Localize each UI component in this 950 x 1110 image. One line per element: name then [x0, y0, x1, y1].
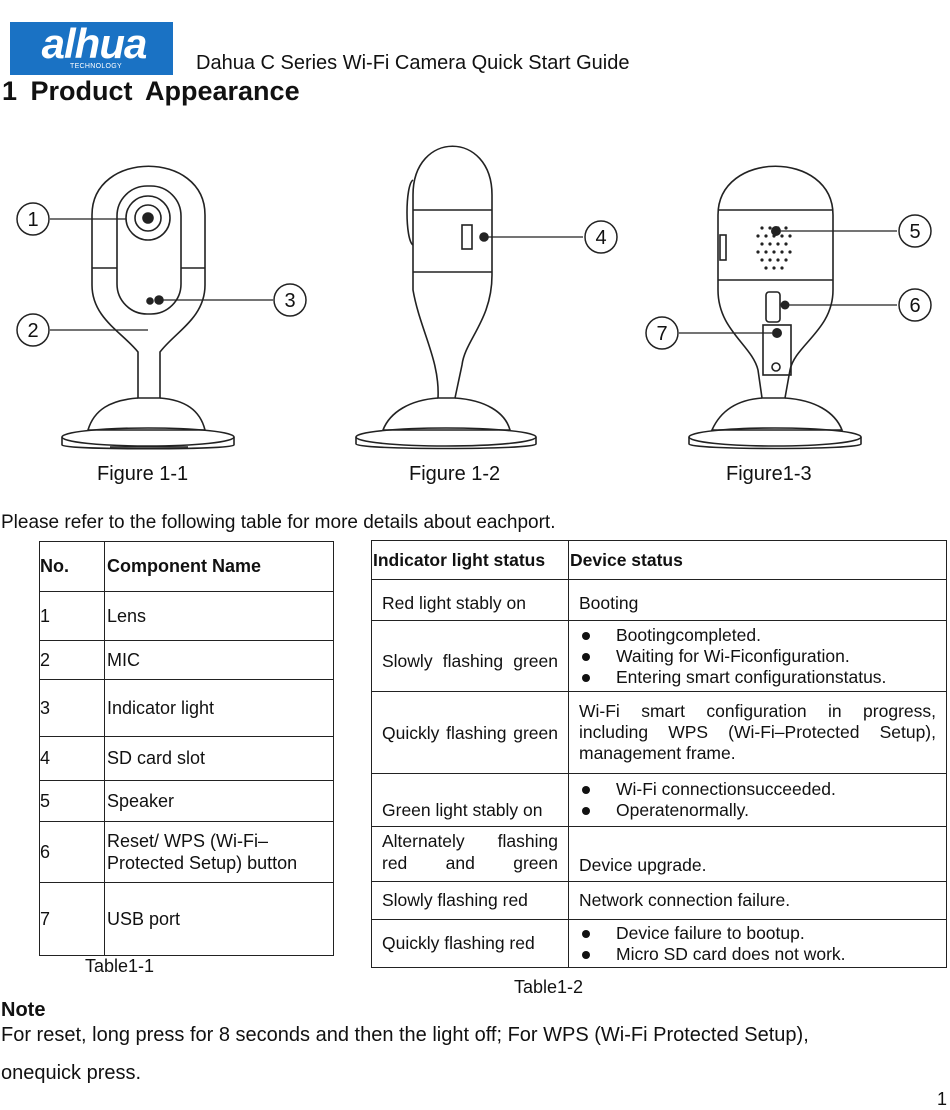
table-header-row: Indicator light status Device status — [371, 540, 947, 580]
cell-no: 5 — [39, 780, 105, 822]
cell-device: Wi-Fi connectionsucceeded. Operatenormal… — [568, 773, 947, 827]
list-item: Micro SD card does not work. — [579, 944, 936, 965]
header-indicator-status: Indicator light status — [371, 540, 569, 580]
header-component-name: Component Name — [104, 541, 334, 592]
callout-2: 2 — [27, 320, 38, 342]
callout-1: 1 — [27, 209, 38, 231]
dahua-logo: alhua TECHNOLOGY — [10, 20, 173, 75]
cell-indicator: Red light stably on — [371, 579, 569, 621]
callout-3: 3 — [284, 290, 295, 312]
cell-component: SD card slot — [104, 736, 334, 781]
cell-device: Network connection failure. — [568, 881, 947, 920]
cell-no: 3 — [39, 679, 105, 737]
cell-no: 2 — [39, 640, 105, 680]
table-row: 6 Reset/ WPS (Wi-Fi– Protected Setup) bu… — [39, 821, 334, 883]
callout-5: 5 — [909, 221, 920, 243]
table-row: 7 USB port — [39, 882, 334, 956]
table-row: Slowly flashing red Network connection f… — [371, 881, 947, 920]
callout-7: 7 — [656, 323, 667, 345]
list-item: Wi-Fi connectionsucceeded. — [579, 779, 936, 800]
cell-no: 1 — [39, 591, 105, 641]
cell-indicator: Slowly flashing green — [371, 620, 569, 692]
table-row: Green light stably on Wi-Fi connectionsu… — [371, 773, 947, 827]
note-line-1: For reset, long press for 8 seconds and … — [1, 1024, 809, 1046]
cell-component: Indicator light — [104, 679, 334, 737]
cell-device: Device failure to bootup. Micro SD card … — [568, 919, 947, 968]
cell-indicator: Quickly flashing red — [371, 919, 569, 968]
table-row: Slowly flashing green Bootingcompleted. … — [371, 620, 947, 692]
callout-circles — [16, 202, 932, 350]
table-row: Quickly flashing red Device failure to b… — [371, 919, 947, 968]
callout-6: 6 — [909, 295, 920, 317]
table-row: 1 Lens — [39, 591, 334, 641]
cell-device: Wi-Fi smart configuration in progress, i… — [568, 691, 947, 774]
cell-device: Device upgrade. — [568, 826, 947, 882]
list-item: Bootingcompleted. — [579, 625, 936, 646]
header-no: No. — [39, 541, 105, 592]
cell-indicator: Alternately flashing red and green — [371, 826, 569, 882]
device-status-list: Bootingcompleted. Waiting for Wi-Ficonfi… — [579, 625, 936, 688]
camera-front-view — [61, 165, 235, 450]
camera-back-view — [688, 165, 862, 450]
list-item: Operatenormally. — [579, 800, 936, 821]
callout-leaders — [50, 218, 897, 334]
cell-device: Booting — [568, 579, 947, 621]
cell-component: Lens — [104, 591, 334, 641]
table-row: Quickly flashing green Wi-Fi smart confi… — [371, 691, 947, 774]
indicator-table: Indicator light status Device status Red… — [371, 540, 947, 968]
note-line-2: onequick press. — [1, 1062, 142, 1084]
header-device-status: Device status — [568, 540, 947, 580]
table1-caption: Table1-1 — [85, 956, 155, 976]
camera-side-view — [355, 145, 537, 450]
table-row: Alternately flashing red and green Devic… — [371, 826, 947, 882]
list-item: Device failure to bootup. — [579, 923, 936, 944]
cell-component: MIC — [104, 640, 334, 680]
cell-component: Reset/ WPS (Wi-Fi– Protected Setup) butt… — [104, 821, 334, 883]
cell-component: Speaker — [104, 780, 334, 822]
document-title: Dahua C Series Wi-Fi Camera Quick Start … — [196, 52, 630, 74]
table-row: Red light stably on Booting — [371, 579, 947, 621]
cell-component: USB port — [104, 882, 334, 956]
device-status-list: Device failure to bootup. Micro SD card … — [579, 923, 936, 965]
figure-1-1-label: Figure 1-1 — [97, 463, 189, 485]
intro-text: Please refer to the following table for … — [1, 512, 556, 533]
callout-numbers: 1 2 3 4 5 6 7 — [27, 209, 920, 345]
cell-indicator: Green light stably on — [371, 773, 569, 827]
list-item: Entering smart configurationstatus. — [579, 667, 936, 688]
cell-no: 4 — [39, 736, 105, 781]
device-status-list: Wi-Fi connectionsucceeded. Operatenormal… — [579, 779, 936, 821]
figure-1-3-label: Figure1-3 — [726, 463, 812, 485]
table2-caption: Table1-2 — [514, 977, 584, 997]
callout-4: 4 — [595, 227, 606, 249]
cell-indicator: Slowly flashing red — [371, 881, 569, 920]
section-title: 1 Product Appearance — [2, 76, 300, 106]
figure-1-2-label: Figure 1-2 — [409, 463, 501, 485]
cell-no: 6 — [39, 821, 105, 883]
table-row: 2 MIC — [39, 640, 334, 680]
table-row: 4 SD card slot — [39, 736, 334, 781]
product-illustrations: 1 2 3 4 5 6 7 — [16, 145, 932, 450]
list-item: Waiting for Wi-Ficonfiguration. — [579, 646, 936, 667]
table-row: 5 Speaker — [39, 780, 334, 822]
cell-indicator: Quickly flashing green — [371, 691, 569, 774]
note-heading: Note — [1, 999, 46, 1021]
table-row: 3 Indicator light — [39, 679, 334, 737]
component-table: No. Component Name 1 Lens 2 MIC 3 Indica… — [39, 541, 334, 956]
page-number: 1 — [936, 1089, 947, 1109]
cell-no: 7 — [39, 882, 105, 956]
table-header-row: No. Component Name — [39, 541, 334, 592]
cell-device: Bootingcompleted. Waiting for Wi-Ficonfi… — [568, 620, 947, 692]
logo-wordmark: alhua — [41, 20, 148, 67]
logo-subtitle: TECHNOLOGY — [70, 63, 123, 70]
